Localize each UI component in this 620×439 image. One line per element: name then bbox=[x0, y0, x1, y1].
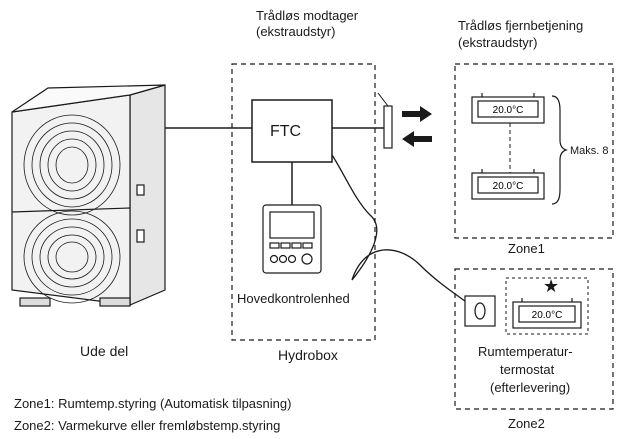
ftc-box bbox=[251, 99, 333, 163]
star-icon: ★ bbox=[543, 276, 560, 296]
remote-1-reading: 20.0°C bbox=[493, 105, 524, 116]
wireless-remote-label-2: (ekstraudstyr) bbox=[458, 35, 538, 50]
wireless-receiver bbox=[383, 105, 393, 149]
remote-2-reading: 20.0°C bbox=[493, 181, 524, 192]
zone2-inner-boundary bbox=[505, 277, 589, 335]
legend-zone1: Zone1: Rumtemp.styring (Automatisk tilpa… bbox=[14, 396, 292, 411]
room-thermostat-label-3: (efterlevering) bbox=[490, 380, 571, 395]
wireless-remote-1 bbox=[471, 93, 545, 124]
wireless-remote-label-1: Trådløs fjernbetjening bbox=[458, 18, 584, 33]
wireless-receiver-label-2: (ekstraudstyr) bbox=[256, 24, 336, 39]
main-controller-illustration bbox=[262, 204, 322, 274]
zone1-boundary bbox=[454, 63, 614, 239]
room-thermostat-label-2: termostat bbox=[500, 362, 555, 377]
legend-zone2: Zone2: Varmekurve eller fremløbstemp.sty… bbox=[14, 418, 281, 433]
wireless-remote-3 bbox=[512, 298, 582, 329]
max-label: Maks. 8 bbox=[570, 145, 609, 157]
outdoor-unit-illustration bbox=[11, 84, 166, 307]
wireless-remote-2 bbox=[471, 169, 545, 200]
zone2-boundary bbox=[454, 268, 614, 410]
signal-arrows bbox=[402, 106, 432, 147]
wireless-receiver-label-1: Trådløs modtager bbox=[256, 8, 359, 23]
max-bracket bbox=[551, 95, 568, 205]
ftc-label: FTC bbox=[270, 123, 302, 140]
hydrobox-boundary bbox=[231, 63, 376, 341]
hydrobox-label: Hydrobox bbox=[278, 347, 338, 363]
main-controller-label: Hovedkontrolenhed bbox=[237, 291, 350, 306]
zone2-label: Zone2 bbox=[508, 416, 545, 431]
outdoor-unit-label: Ude del bbox=[80, 343, 129, 359]
remote-3-reading: 20.0°C bbox=[532, 310, 563, 321]
room-thermostat-sensor bbox=[464, 295, 496, 327]
zone1-label: Zone1 bbox=[508, 241, 545, 256]
room-thermostat-label-1: Rumtemperatur- bbox=[478, 344, 573, 359]
